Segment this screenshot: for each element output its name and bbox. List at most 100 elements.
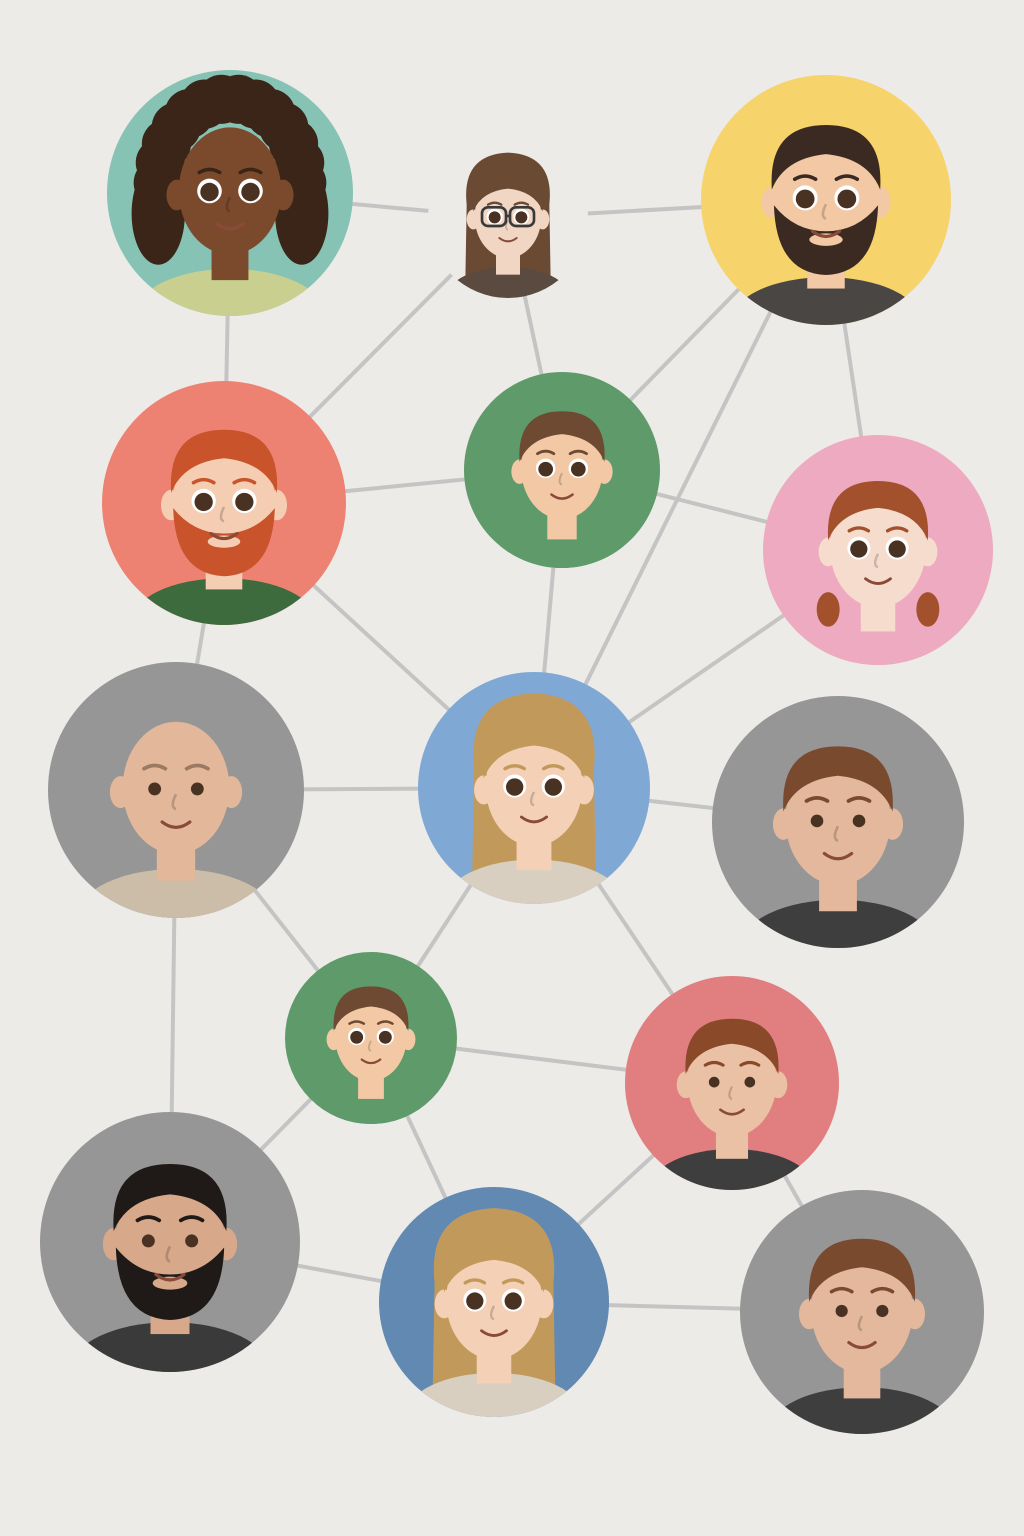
person-node-n11-photo[interactable] [625, 976, 839, 1227]
shirt [305, 1091, 437, 1124]
portrait [741, 746, 935, 948]
mouth [719, 1108, 745, 1116]
eye [544, 778, 563, 796]
eye [141, 1234, 155, 1248]
eye [852, 814, 866, 828]
head [446, 1240, 542, 1360]
eye [350, 1030, 364, 1044]
head [335, 992, 407, 1081]
mouth [822, 851, 854, 861]
person-node-n13-avatar[interactable] [379, 1187, 609, 1457]
eyebrow [238, 167, 263, 175]
nose [857, 1315, 864, 1332]
portrait [130, 429, 318, 625]
person-node-n3-avatar[interactable] [701, 75, 951, 369]
nose [165, 1245, 172, 1263]
shirt [486, 530, 638, 568]
portrait [768, 1238, 956, 1434]
nose [219, 506, 226, 523]
portrait [77, 721, 275, 918]
mouth [519, 815, 549, 824]
eye [148, 782, 162, 796]
person-node-n7-photo[interactable] [48, 662, 304, 963]
eyebrow [142, 763, 168, 771]
person-node-n4-avatar[interactable] [102, 381, 346, 668]
head [785, 754, 891, 886]
shirt [130, 578, 318, 625]
eye [466, 1292, 484, 1310]
eyebrow [846, 796, 872, 803]
head [485, 726, 583, 846]
eyebrow [135, 1215, 162, 1223]
person-node-n8-avatar[interactable] [418, 672, 650, 945]
shirt [741, 899, 935, 948]
person-node-n1-avatar[interactable] [107, 70, 353, 359]
head [178, 127, 282, 255]
eye [876, 1304, 889, 1318]
eye [488, 211, 501, 224]
person-node-n2-avatar[interactable] [428, 138, 588, 326]
eye [185, 1234, 199, 1248]
mouth [498, 237, 518, 243]
shirt [77, 868, 275, 918]
hair-top [808, 1238, 916, 1302]
person-node-n5-avatar[interactable] [464, 372, 660, 602]
hair-top [113, 1164, 227, 1232]
head [122, 721, 230, 854]
eyebrow [501, 1278, 525, 1285]
hair-side [275, 162, 329, 265]
mouth [550, 493, 574, 500]
hair-top [170, 429, 278, 493]
mouth [215, 222, 245, 231]
hair-top [783, 746, 893, 812]
head [687, 1025, 777, 1137]
nose [171, 793, 178, 811]
portrait [486, 411, 638, 568]
eye [194, 492, 213, 512]
eyebrow [376, 1020, 394, 1025]
head [521, 417, 603, 519]
eyebrow [463, 1278, 487, 1285]
mouth [360, 1058, 382, 1065]
person-node-n6-avatar[interactable] [763, 435, 993, 705]
eyebrow [847, 526, 871, 533]
mouth [160, 820, 192, 829]
portrait [445, 693, 623, 904]
eyebrow [703, 1060, 725, 1067]
person-node-n10-avatar[interactable] [285, 952, 457, 1154]
eyebrow [232, 477, 257, 485]
mouth [847, 1340, 877, 1350]
hair-side [131, 162, 185, 265]
portrait [70, 1164, 270, 1372]
eye [190, 782, 204, 796]
shirt [789, 620, 967, 665]
pigtail [816, 592, 840, 627]
mouth-area [152, 1276, 188, 1290]
nose [821, 203, 828, 220]
eye [241, 182, 260, 202]
person-node-n14-photo[interactable] [740, 1190, 984, 1477]
shirt [649, 1148, 815, 1190]
eyebrow [178, 1215, 205, 1223]
person-node-n9-photo[interactable] [712, 696, 964, 992]
node-layer [40, 70, 993, 1477]
eyebrow [834, 174, 860, 181]
head [811, 1246, 913, 1373]
eye [835, 1304, 848, 1318]
eyebrow [513, 201, 530, 206]
mouth [810, 229, 842, 239]
eye [538, 461, 554, 477]
nose [367, 1040, 372, 1052]
eyebrow [870, 1286, 895, 1294]
eyebrow [885, 526, 909, 533]
eye [505, 778, 524, 796]
eyebrow [792, 174, 818, 181]
nose [833, 825, 840, 843]
shirt [730, 277, 922, 325]
shirt [446, 267, 570, 298]
shirt [135, 268, 325, 316]
person-node-n12-photo[interactable] [40, 1112, 300, 1418]
eyebrow [503, 764, 527, 771]
eye [235, 492, 254, 512]
